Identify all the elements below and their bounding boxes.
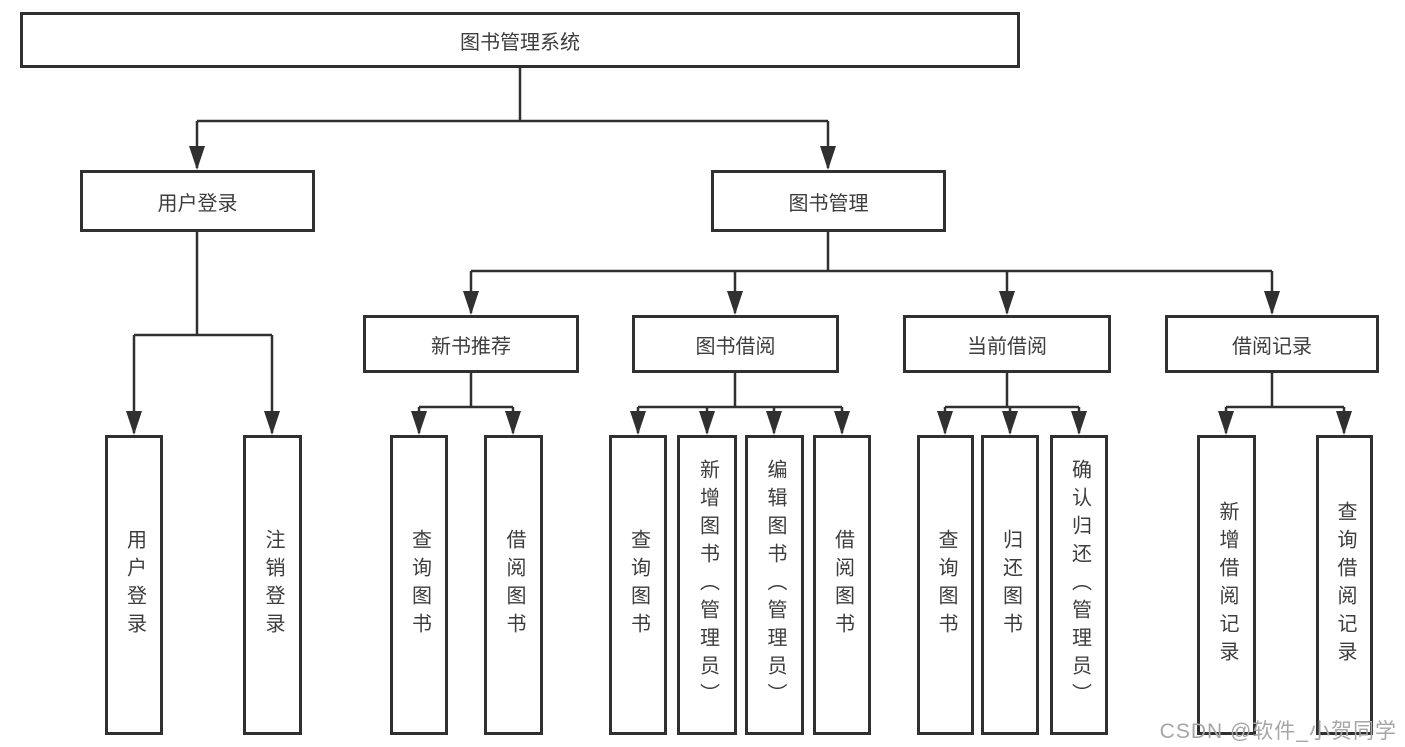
- node-query-books-recommend: 查询图书: [390, 435, 448, 735]
- node-new-book-recommendation: 新书推荐: [363, 315, 579, 373]
- arrow-down-icon: [999, 291, 1015, 315]
- arrow-down-icon: [505, 411, 521, 435]
- arrow-down-icon: [834, 411, 850, 435]
- node-query-books-current: 查询图书: [917, 435, 974, 735]
- node-book-management: 图书管理: [711, 170, 946, 232]
- node-query-borrow-record: 查询借阅记录: [1316, 435, 1373, 735]
- node-current-borrowing: 当前借阅: [903, 315, 1111, 373]
- node-borrow-books-recommend: 借阅图书: [484, 435, 543, 735]
- arrow-down-icon: [126, 411, 142, 435]
- arrow-down-icon: [727, 291, 743, 315]
- arrow-down-icon: [264, 411, 280, 435]
- node-book-management-system: 图书管理系统: [20, 12, 1020, 68]
- arrow-down-icon: [1218, 411, 1234, 435]
- node-query-books-borrowing: 查询图书: [609, 435, 667, 735]
- arrow-down-icon: [699, 411, 715, 435]
- arrow-down-icon: [411, 411, 427, 435]
- arrow-down-icon: [937, 411, 953, 435]
- node-edit-books-admin: 编辑图书（管理员）: [745, 435, 804, 735]
- arrow-down-icon: [1071, 411, 1087, 435]
- arrow-down-icon: [766, 411, 782, 435]
- arrow-down-icon: [630, 411, 646, 435]
- arrow-down-icon: [1264, 291, 1280, 315]
- node-add-books-admin: 新增图书（管理员）: [677, 435, 737, 735]
- csdn-watermark: CSDN @软件_小贺同学: [1159, 720, 1397, 743]
- node-user-login: 用户登录: [80, 170, 315, 232]
- node-book-borrowing: 图书借阅: [632, 315, 839, 373]
- node-borrow-books-borrowing: 借阅图书: [813, 435, 871, 735]
- arrow-down-icon: [463, 291, 479, 315]
- node-logout-login: 注销登录: [243, 435, 302, 735]
- node-confirm-return-admin: 确认归还（管理员）: [1050, 435, 1108, 735]
- node-borrowing-records: 借阅记录: [1165, 315, 1379, 373]
- arrow-down-icon: [820, 146, 836, 170]
- node-add-borrow-record: 新增借阅记录: [1197, 435, 1256, 735]
- node-return-books: 归还图书: [981, 435, 1039, 735]
- arrow-down-icon: [1336, 411, 1352, 435]
- node-user-login-leaf: 用户登录: [105, 435, 163, 735]
- arrow-down-icon: [189, 146, 205, 170]
- arrow-down-icon: [1002, 411, 1018, 435]
